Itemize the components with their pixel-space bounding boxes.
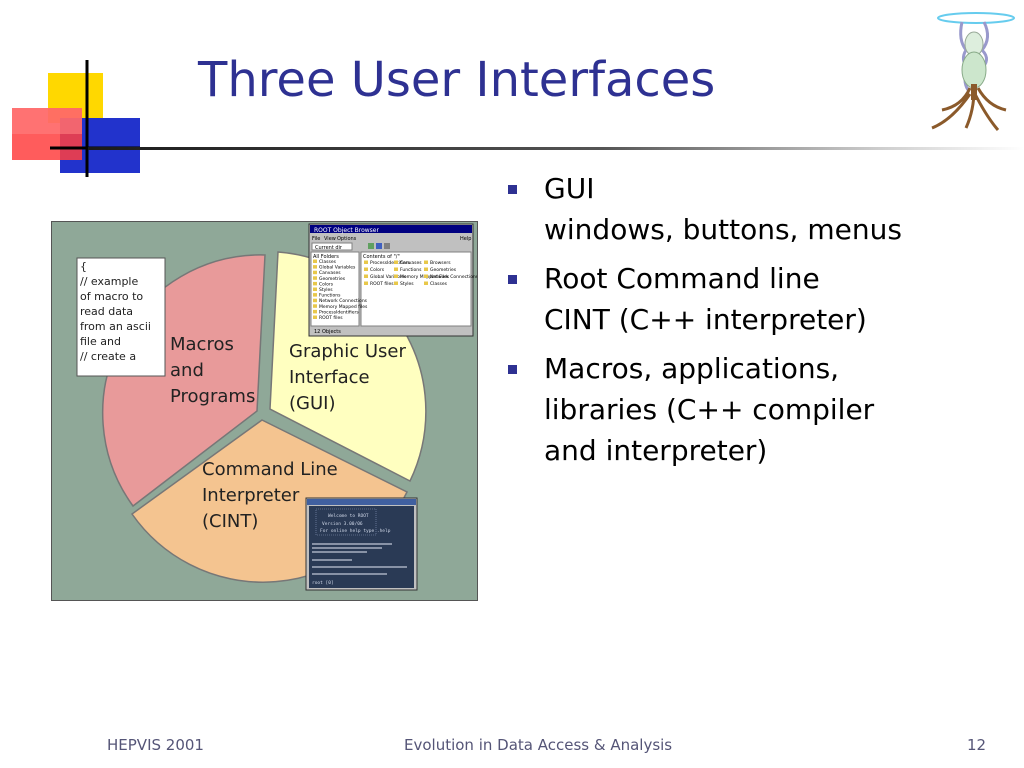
code-line-5: from an ascii (80, 320, 151, 333)
folder-icon (313, 270, 317, 275)
blue-square-bullet-icon (508, 275, 517, 284)
code-line-1: { (80, 260, 87, 273)
folder-icon (313, 304, 317, 308)
content-folder-label: Network Connections (430, 274, 477, 280)
blue-square-bullet-icon (508, 365, 517, 374)
tree-folder-label: Functions (319, 293, 341, 299)
mini-terminal-window: Welcome to ROOT Version 3.00/06 For onli… (305, 497, 418, 591)
blue-square-bullet-icon (508, 185, 517, 194)
content-folder-label: Classes (430, 281, 448, 287)
tree-folder-label: ProcessIdentifiers (319, 309, 359, 315)
bullet-list: GUI windows, buttons, menus Root Command… (508, 168, 1008, 479)
folder-icon (364, 267, 368, 271)
browser-contents-header: Contents of "/" (363, 254, 400, 260)
folder-icon (394, 281, 398, 285)
page-number: 12 (967, 736, 987, 754)
content-folder-label: Styles (400, 281, 414, 287)
browser-title: ROOT Object Browser (314, 227, 379, 234)
cint-label-1: Command Line (202, 459, 338, 480)
folder-icon (364, 281, 368, 285)
folder-icon (313, 309, 317, 314)
folder-icon (313, 281, 317, 286)
folder-icon (424, 267, 428, 271)
browser-menu-options: Options (337, 236, 357, 242)
folder-icon (424, 260, 428, 264)
toolbar-up-icon (368, 243, 374, 249)
content-folder-label: Global Variables (370, 274, 407, 280)
folder-icon (394, 260, 398, 264)
gui-label-2: Interface (289, 367, 370, 388)
macros-label-1: Macros (170, 334, 234, 355)
code-line-3: of macro to (80, 290, 143, 303)
cint-label-2: Interpreter (202, 485, 300, 506)
gui-label-3: (GUI) (289, 393, 335, 414)
content-folder-label: ProcessIdentifiers (370, 260, 410, 266)
terminal-welcome: Welcome to ROOT (328, 513, 369, 519)
folder-icon (313, 298, 317, 303)
footer-center: Evolution in Data Access & Analysis (404, 736, 673, 754)
content-folder-label: Colors (370, 267, 385, 273)
folder-icon (313, 265, 317, 269)
folder-icon (424, 274, 428, 278)
folder-icon (313, 315, 317, 319)
bullet-item-gui: GUI windows, buttons, menus (508, 168, 1008, 250)
tree-folder-label: ROOT files (319, 315, 343, 321)
code-line-7: // create a (80, 350, 136, 363)
folder-icon (364, 274, 368, 278)
footer-left: HEPVIS 2001 (107, 736, 204, 754)
code-line-2: // example (80, 275, 138, 288)
tree-folder-label: Network Connections (319, 298, 368, 304)
folder-icon (394, 267, 398, 271)
content-folder-label: Browsers (430, 260, 451, 266)
bullet-item-macros: Macros, applications, libraries (C++ com… (508, 348, 1008, 471)
bullet-item-command-line: Root Command line CINT (C++ interpreter) (508, 258, 1008, 340)
mini-browser-window: ROOT Object Browser File View Options He… (308, 223, 477, 337)
tree-folder-label: Colors (319, 281, 334, 287)
toolbar-list-icon (376, 243, 382, 249)
tree-folder-label: Classes (319, 259, 337, 265)
macros-label-3: Programs (170, 386, 255, 407)
folder-icon (313, 259, 317, 263)
browser-menu-help: Help (460, 236, 471, 242)
toolbar-detail-icon (384, 243, 390, 249)
folder-icon (424, 281, 428, 285)
title-underline (88, 147, 1024, 150)
decorative-squares-icon (12, 60, 140, 177)
browser-status: 12 Objects (314, 329, 341, 335)
tree-folder-label: Memory Mapped files (319, 304, 368, 310)
tree-folder-label: Canvases (319, 270, 341, 276)
root-tree-logo-icon (931, 12, 1015, 131)
gui-label-1: Graphic User (289, 341, 406, 362)
tree-folder-label: Global Variables (319, 265, 356, 271)
browser-tree-header: All Folders (313, 254, 339, 260)
code-line-4: read data (80, 305, 133, 318)
terminal-version: Version 3.00/06 (322, 521, 363, 527)
folder-icon (394, 274, 398, 278)
macros-label-2: and (170, 360, 204, 381)
content-folder-label: Functions (400, 267, 422, 273)
cint-label-3: (CINT) (202, 511, 258, 532)
tree-folder-label: Styles (319, 287, 333, 293)
folder-icon (364, 260, 368, 264)
browser-menu-file: File (312, 236, 320, 242)
content-folder-label: Geometries (430, 267, 457, 273)
browser-menu-view: View (324, 236, 336, 242)
code-line-6: file and (80, 335, 121, 348)
browser-path: Current dir (315, 245, 343, 251)
folder-icon (313, 276, 317, 280)
terminal-prompt: root [0] (312, 580, 334, 586)
folder-icon (313, 287, 317, 291)
terminal-help: For online help type .help (320, 528, 391, 534)
folder-icon (313, 293, 317, 297)
slide-title: Three User Interfaces (198, 52, 716, 108)
tree-folder-label: Geometries (319, 276, 346, 282)
content-folder-label: ROOT files (370, 281, 394, 287)
interfaces-diagram: Macros and Programs Graphic User Interfa… (51, 221, 478, 601)
content-folder-label: Canvases (400, 260, 422, 266)
